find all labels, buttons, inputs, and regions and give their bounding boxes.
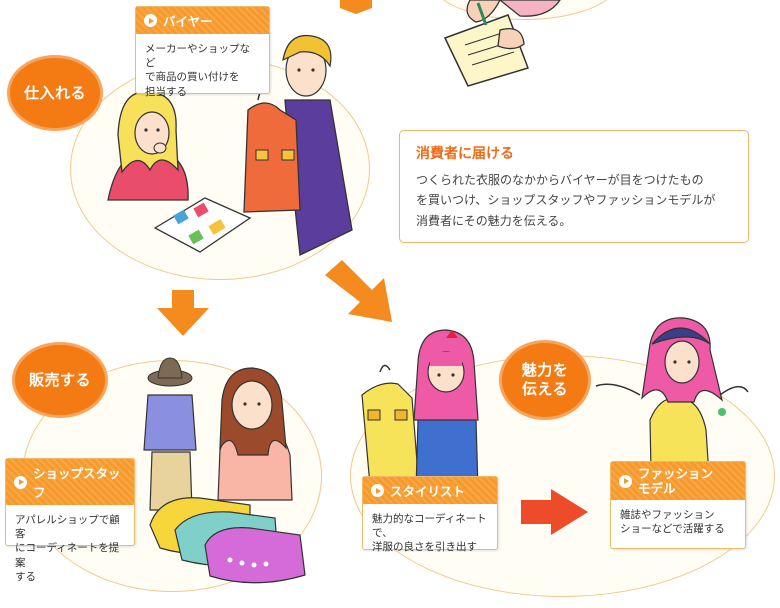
shop-staff-illustration [217, 367, 293, 501]
shop-staff-title: ショップスタッフ [33, 466, 121, 500]
arrow-right-icon [521, 489, 588, 535]
buyer-card-header[interactable]: バイヤー [136, 7, 269, 34]
buyer-man-illustration [243, 34, 353, 256]
clipboard-illustration [443, 0, 561, 87]
arrow-down-icon [340, 0, 372, 14]
stylist-title: スタイリスト [390, 484, 466, 499]
model-title: ファッション モデル [638, 466, 714, 496]
buyer-title: バイヤー [163, 14, 213, 29]
model-card: ファッション モデル 雑誌やファッション ショーなどで活躍する [610, 461, 746, 549]
arrow-down-right-icon [325, 260, 392, 322]
buyer-woman-illustration [107, 91, 189, 201]
info-box: 消費者に届ける つくられた衣服のなかからバイヤーが目をつけたもの を買いつけ、シ… [399, 130, 749, 243]
stage-hanbai: 販売する [15, 345, 105, 415]
shop-staff-desc: アパレルショップで顧客 にコーディネートを提案 する [15, 514, 120, 583]
shop-staff-card: ショップスタッフ アパレルショップで顧客 にコーディネートを提案 する [5, 458, 135, 583]
model-card-header[interactable]: ファッション モデル [611, 462, 745, 500]
play-icon [371, 484, 384, 497]
hat-display-illustration [143, 357, 197, 511]
stylist-card: スタイリスト 魅力的なコーディネートで、 洋服の良さを引き出す [362, 476, 498, 553]
info-body: つくられた衣服のなかからバイヤーが目をつけたもの を買いつけ、ショップスタッフや… [416, 173, 716, 228]
buyer-desc: メーカーやショップなど で商品の買い付けを 担当する [145, 43, 250, 98]
stylist-desc: 魅力的なコーディネートで、 洋服の良さを引き出す [372, 513, 487, 554]
stage-shiire: 仕入れる [10, 58, 100, 128]
info-title: 消費者に届ける [416, 146, 514, 162]
model-desc: 雑誌やファッション ショーなどで活躍する [620, 509, 725, 536]
arrow-down-icon [157, 290, 209, 336]
play-icon [619, 474, 632, 488]
folded-clothes-illustration [149, 497, 306, 584]
stylist-card-header[interactable]: スタイリスト [363, 477, 497, 504]
magazine-illustration [153, 197, 252, 253]
stylist-illustration [413, 329, 479, 491]
play-icon [144, 14, 157, 27]
stage-miryoku: 魅力を 伝える [502, 343, 588, 417]
play-icon [14, 475, 27, 489]
shop-staff-card-header[interactable]: ショップスタッフ [6, 459, 134, 505]
buyer-card: バイヤー メーカーやショップなど で商品の買い付けを 担当する [135, 6, 270, 98]
